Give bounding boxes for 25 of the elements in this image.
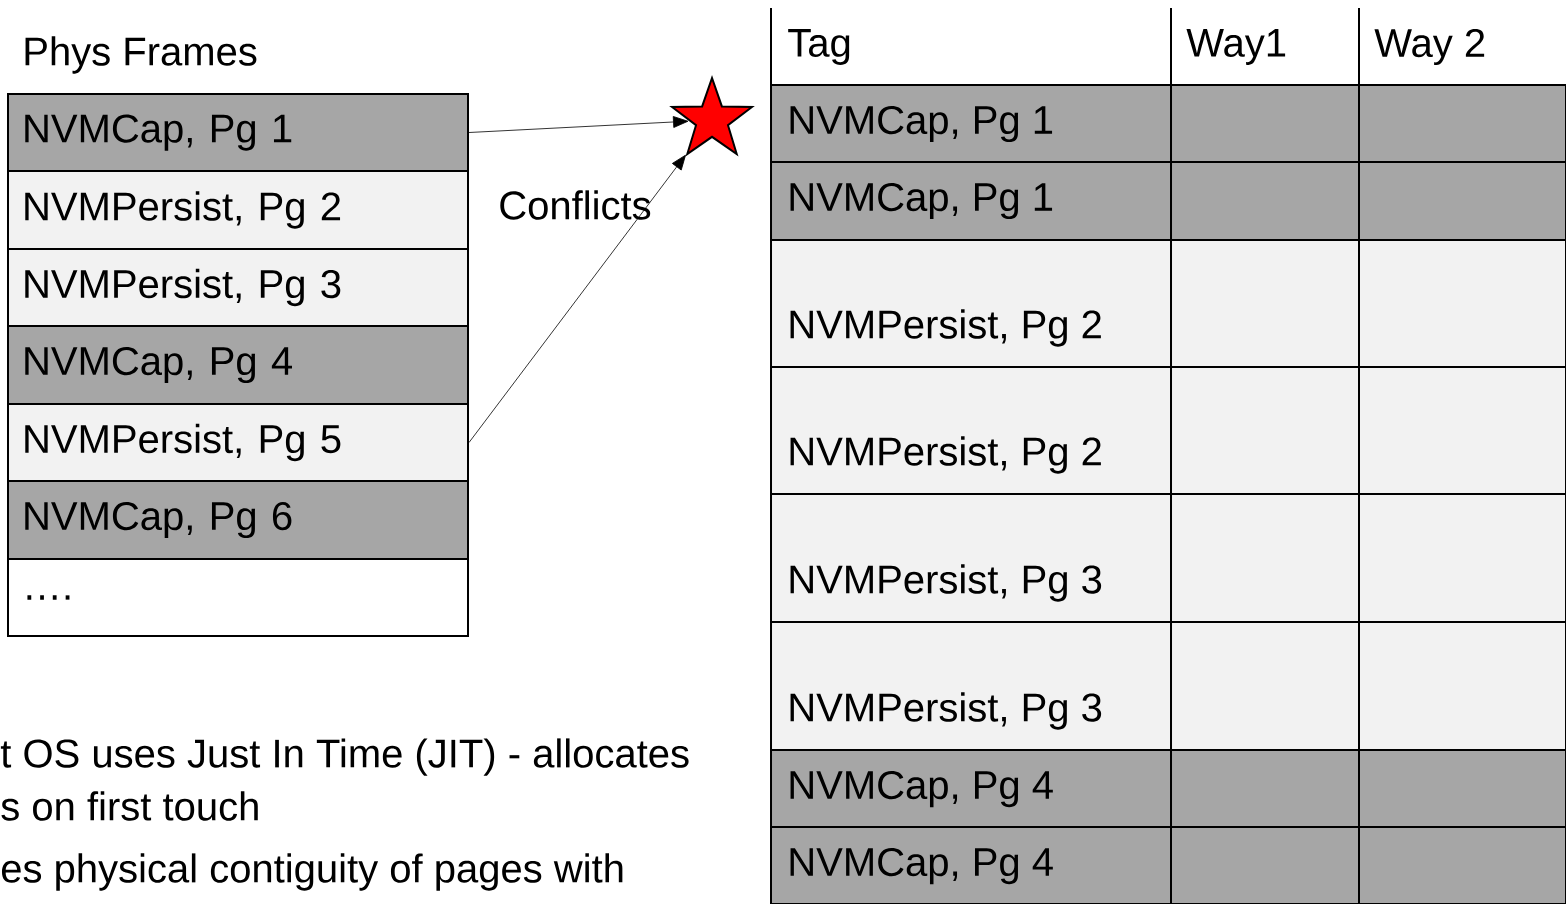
table-text: NVMCap, Pg 4 — [790, 847, 1053, 885]
table-text: NVMPersist, Pg 2 — [790, 436, 1101, 474]
column-header: Way 2 — [1374, 28, 1485, 66]
table-text: NVMCap, Pg 4 — [790, 770, 1053, 808]
heading: Phys Frames — [25, 36, 257, 74]
table-text: NVMPersist, Pg 3 — [790, 692, 1102, 730]
table-cell: NVMCap, Pg 4 — [7, 325, 469, 405]
column-header: Tag — [788, 29, 850, 65]
table-text: NVMPersist, Pg 3 — [790, 564, 1102, 602]
column-header: Way1 — [1186, 29, 1286, 65]
table-text: NVMPersist, Pg 2 — [790, 309, 1101, 347]
conflict-label: Conflicts — [500, 190, 651, 220]
table-cell: NVMCap, Pg 6 — [7, 480, 469, 560]
table-cell: …. — [7, 558, 469, 637]
bullet-text: t OS uses Just In Time (JIT) - allocates — [0, 738, 689, 776]
arrow — [468, 116, 689, 133]
table-text: NVMCap, Pg 1 — [790, 105, 1053, 143]
table-cell: NVMPersist, Pg 5 — [7, 403, 469, 482]
table-cell: NVMCap, Pg 1 — [7, 93, 469, 172]
table-cell: NVMPersist, Pg 2 — [7, 170, 469, 250]
bullet-text: es physical contiguity of pages with — [1, 853, 623, 891]
table-text: NVMCap, Pg 1 — [790, 182, 1053, 220]
table-cell: NVMPersist, Pg 3 — [7, 248, 469, 327]
bullet-text: s on first touch — [1, 791, 258, 821]
arrow — [468, 154, 686, 443]
